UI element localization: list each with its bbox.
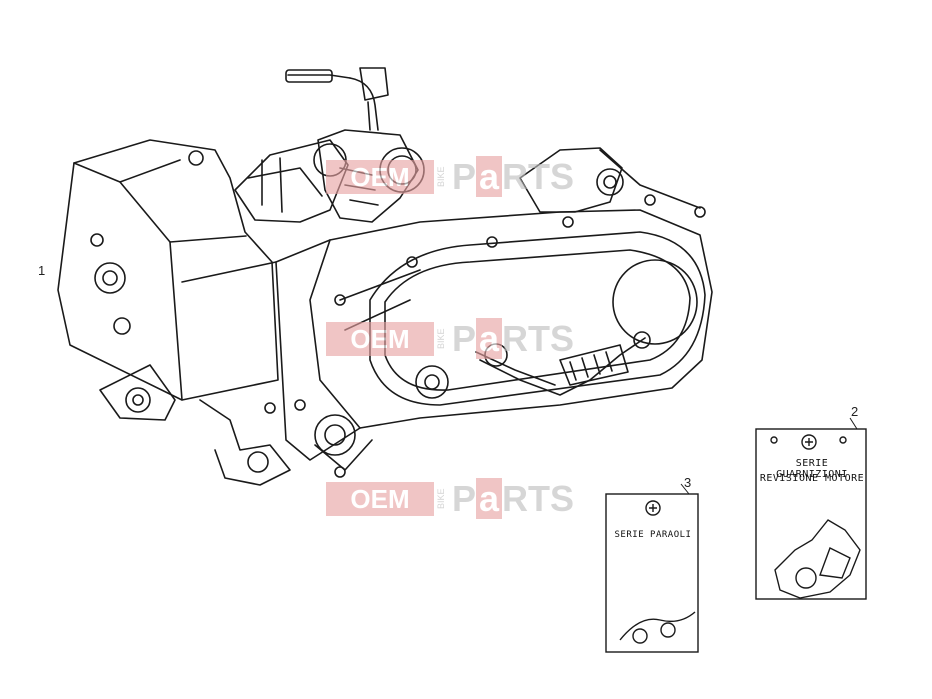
gasket-card-line2: REVISIONE MOTORE	[759, 473, 865, 484]
watermark-bike: BIKE	[436, 488, 446, 510]
watermark-oem: OEM	[326, 322, 434, 356]
gasket-card-line1: SERIE GUARNIZIONI	[776, 458, 848, 480]
engine-drawing	[57, 67, 713, 486]
watermark: OEM BIKE PaRTS	[326, 318, 616, 360]
watermark-parts: PaRTS	[452, 318, 575, 359]
gasket-kit-card	[755, 428, 867, 600]
watermark-bike: BIKE	[436, 166, 446, 188]
callout-3[interactable]: 3	[684, 475, 692, 490]
oil-seal-kit-card	[605, 493, 699, 653]
watermark-parts: PaRTS	[452, 478, 575, 519]
oil-seal-card-line1: SERIE PARAOLI	[614, 530, 692, 540]
callout-leaders	[680, 417, 858, 495]
watermark-oem: OEM	[326, 160, 434, 194]
watermark-oem: OEM	[326, 482, 434, 516]
callout-2[interactable]: 2	[851, 404, 859, 419]
callout-1[interactable]: 1	[38, 263, 46, 278]
watermark: OEM BIKE PaRTS	[326, 478, 616, 520]
watermark-parts: PaRTS	[452, 156, 575, 197]
watermark: OEM BIKE PaRTS	[326, 156, 616, 198]
watermark-bike: BIKE	[436, 328, 446, 350]
